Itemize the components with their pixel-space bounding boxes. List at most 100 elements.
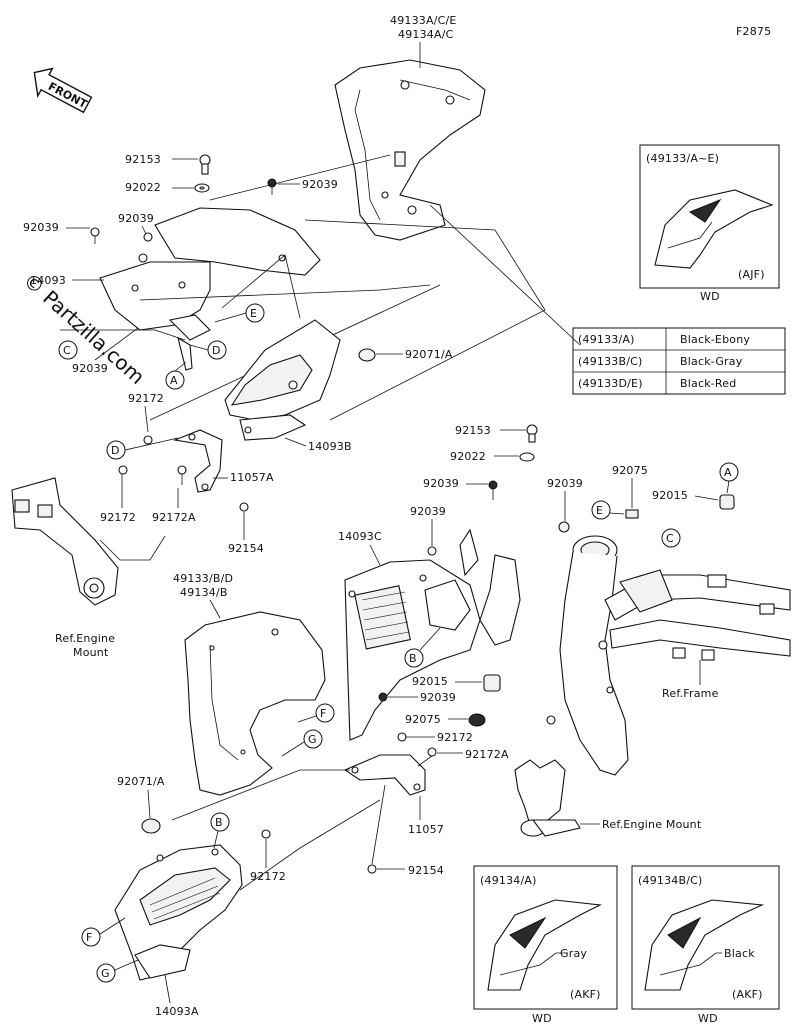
clip-92039-f <box>558 521 570 533</box>
label-92022-top: 92022 <box>125 181 161 194</box>
label-49133bd: 49133/B/D <box>173 572 233 585</box>
label-92039-g: 92039 <box>410 505 446 518</box>
ref-engine-mount-left-1: Ref.Engine <box>55 632 115 645</box>
inset-br-color: Black <box>724 947 755 960</box>
panel-14093c <box>344 528 521 741</box>
bolt-92172a-b <box>177 465 187 485</box>
front-arrow: FRONT <box>33 67 93 114</box>
clip-92039-e <box>488 480 498 500</box>
color-table-part-3: (49133D/E) <box>578 377 643 390</box>
label-92071a-top: 92071/A <box>405 348 453 361</box>
bracket-11057 <box>343 754 426 796</box>
panel-14093b <box>224 319 341 441</box>
label-92075-mid: 92075 <box>405 713 441 726</box>
label-14093c: 14093C <box>338 530 382 543</box>
ref-frame <box>546 535 791 776</box>
figure-code: F2875 <box>736 25 771 38</box>
inset-top-footer: WD <box>700 290 720 303</box>
callout-g-bot: G <box>101 967 110 980</box>
shroud-upper-49133ace <box>334 59 486 241</box>
panel-14093 <box>99 207 321 371</box>
inset-br-footer: WD <box>698 1012 718 1025</box>
ref-engine-mount-left <box>11 477 166 606</box>
cowl-49133bd <box>184 611 326 796</box>
bolt-92172-a <box>143 435 153 445</box>
inset-49134-bc: (49134B/C) Black (AKF) WD <box>631 865 780 1025</box>
bracket-11057a <box>172 429 223 493</box>
label-49133ace: 49133A/C/E <box>390 14 457 27</box>
label-92071a-bot: 92071/A <box>117 775 165 788</box>
callout-e-right: E <box>596 504 603 517</box>
callout-d-upper: D <box>212 344 221 357</box>
inset-br-title: (49134B/C) <box>638 874 703 887</box>
clip-92039-g <box>427 546 437 556</box>
label-92039-f: 92039 <box>547 477 583 490</box>
color-table-color-2: Black-Gray <box>680 355 743 368</box>
label-49134b: 49134/B <box>180 586 228 599</box>
inset-br-code: (AKF) <box>732 988 763 1001</box>
callout-a-upper: A <box>170 374 178 387</box>
inset-49133-variants: (49133/A~E) (AJF) WD <box>639 144 780 303</box>
grommet-92015-mid <box>483 674 501 692</box>
label-92154-bot: 92154 <box>408 864 444 877</box>
color-table-part-2: (49133B/C) <box>578 355 643 368</box>
callout-b-mid: B <box>409 652 417 665</box>
clip-92039-a <box>267 178 277 195</box>
label-92154-top: 92154 <box>228 542 264 555</box>
label-92039-c: 92039 <box>118 212 154 225</box>
label-92039-d: 92039 <box>72 362 108 375</box>
callout-f-mid: F <box>320 707 327 720</box>
label-92039-e: 92039 <box>423 477 459 490</box>
bolt-92172-d <box>261 829 271 839</box>
bolt-92154-top <box>239 502 249 512</box>
grommet-92015-top <box>719 494 735 510</box>
callout-f-bot: F <box>86 931 93 944</box>
callout-c-upper: C <box>63 344 71 357</box>
inset-bl-title: (49134/A) <box>480 874 537 887</box>
ref-engine-mount-left-2: Mount <box>73 646 109 659</box>
label-92172-b: 92172 <box>100 511 136 524</box>
label-14093a: 14093A <box>155 1005 199 1018</box>
bolt-92172-b <box>118 465 128 475</box>
label-14093b: 14093B <box>308 440 352 453</box>
label-92172-c: 92172 <box>437 731 473 744</box>
label-92153-mid: 92153 <box>455 424 491 437</box>
label-92172-d: 92172 <box>250 870 286 883</box>
inset-bl-code: (AKF) <box>570 988 601 1001</box>
label-92022-mid: 92022 <box>450 450 486 463</box>
label-92015-top: 92015 <box>652 489 688 502</box>
clip-92039-c <box>138 232 153 263</box>
label-92039-a: 92039 <box>302 178 338 191</box>
bolt-92154-bot <box>367 864 377 874</box>
bolt-92172-c <box>397 732 407 742</box>
label-92172-a: 92172 <box>128 392 164 405</box>
label-49134ac: 49134A/C <box>398 28 454 41</box>
bolt-92172a-c <box>417 747 437 767</box>
color-table-part-1: (49133/A) <box>578 333 635 346</box>
grommet-92075-mid <box>468 713 486 727</box>
label-92039-b: 92039 <box>23 221 59 234</box>
panel-14093a <box>114 844 243 981</box>
grommet-92071a-top <box>358 348 376 362</box>
inset-bl-color: Gray <box>560 947 587 960</box>
clip-92039-h <box>378 692 388 702</box>
callout-a-right: A <box>724 466 732 479</box>
washer-92022-top <box>194 183 210 193</box>
callout-g-mid: G <box>308 733 317 746</box>
label-92172a-b: 92172A <box>152 511 196 524</box>
grommet-92075-top <box>625 509 639 519</box>
label-11057: 11057 <box>408 823 444 836</box>
washer-92022-mid <box>519 452 535 462</box>
color-table-color-1: Black-Ebony <box>680 333 750 346</box>
inset-49134-a: (49134/A) Gray (AKF) WD <box>473 865 618 1025</box>
inset-bl-footer: WD <box>532 1012 552 1025</box>
inset-top-code: (AJF) <box>738 268 765 281</box>
fastener-92153-mid <box>526 424 538 443</box>
ref-engine-mount-right-label: Ref.Engine Mount <box>602 818 702 831</box>
clip-92039-b <box>90 227 100 244</box>
label-92172a-c: 92172A <box>465 748 509 761</box>
color-table: (49133/A) Black-Ebony (49133B/C) Black-G… <box>572 327 786 395</box>
fastener-92153-top <box>199 154 211 175</box>
label-11057a: 11057A <box>230 471 274 484</box>
